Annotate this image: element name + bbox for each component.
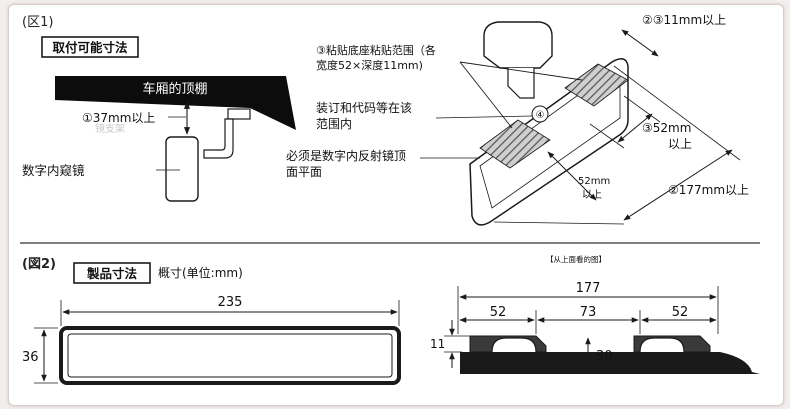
wiring-leader [435, 115, 533, 119]
fig1-title: 取付可能寸法 [52, 40, 128, 55]
mount-arm [203, 118, 234, 159]
adhesive-note-2: 宽度52×深度11mm) [316, 58, 423, 72]
face-note-1: 必须是数字内反射镜顶 [286, 148, 406, 163]
fig1-label: (区1) [22, 15, 53, 30]
dim-235-label: 235 [218, 295, 243, 310]
fig2-label: (図2) [22, 257, 56, 272]
ext-177-bottom [493, 221, 625, 225]
ext-52a [623, 95, 661, 123]
top-view-body [460, 352, 760, 374]
mount-base [227, 108, 251, 120]
dim-177b-label: 177 [576, 281, 601, 296]
top-view-note: 【从上面看的图】 [546, 254, 606, 264]
circle4-label: ④ [536, 110, 545, 121]
circle4-marker [531, 105, 549, 123]
unit-note: 概寸(单位:mm) [158, 265, 243, 280]
ext-177-top [613, 65, 741, 161]
dim-36-label: 36 [22, 350, 39, 365]
face-note-2: 面平面 [286, 165, 322, 179]
camera-neck [507, 68, 535, 99]
dim-177-arrow [623, 149, 733, 221]
dim-52b-label-1: 52mm [578, 176, 610, 187]
fig2-title: 製品寸法 [86, 266, 138, 281]
dim-52a-arrow [617, 113, 653, 143]
adhesive-leader-2 [459, 61, 583, 81]
mirror-label: 数字内窥镜 [22, 163, 85, 178]
camera-mount [483, 21, 553, 69]
dim-52b-label-2: 以上 [582, 189, 602, 201]
dim-11-label: ②③11mm以上 [642, 13, 726, 27]
fig2-title-box [73, 262, 151, 284]
dim-52a-label-1: ③52mm [642, 121, 691, 135]
dim-52a-label-2: 以上 [668, 137, 692, 151]
adhesive-note-1: ③粘贴底座粘贴范围（各 [316, 43, 436, 57]
adhesive-leader-1 [459, 61, 513, 129]
dim-52b-arrow [547, 151, 597, 201]
front-view-screen [67, 333, 393, 378]
dim-seg-52-left-label: 52 [490, 305, 507, 320]
ceiling-label: 车厢的顶棚 [142, 81, 207, 97]
adhesive-area-left [479, 119, 551, 169]
dim-seg-73-label: 73 [580, 305, 597, 320]
ext-52a-b [589, 123, 625, 149]
dim-seg-52-right-label: 52 [672, 305, 689, 320]
dim-30-label: 30 [596, 349, 613, 364]
top-view-bracket-right [639, 337, 685, 353]
wiring-note-2: 范围内 [316, 117, 352, 131]
fig1-title-box [41, 36, 139, 58]
ghost-text: 镜支架 [95, 122, 125, 135]
dim-11-arrow [621, 29, 659, 57]
dim-177-label: ②177mm以上 [668, 183, 749, 197]
top-view-bracket-left [491, 337, 537, 353]
mirror-side-view [165, 136, 199, 202]
dim-37-label: ①37mm以上 [82, 111, 155, 125]
dim-11b-label: 11 [430, 337, 445, 351]
adhesive-area-right [564, 63, 629, 107]
wiring-note-1: 装订和代码等在该 [316, 101, 412, 115]
ceiling-shape [55, 76, 296, 130]
